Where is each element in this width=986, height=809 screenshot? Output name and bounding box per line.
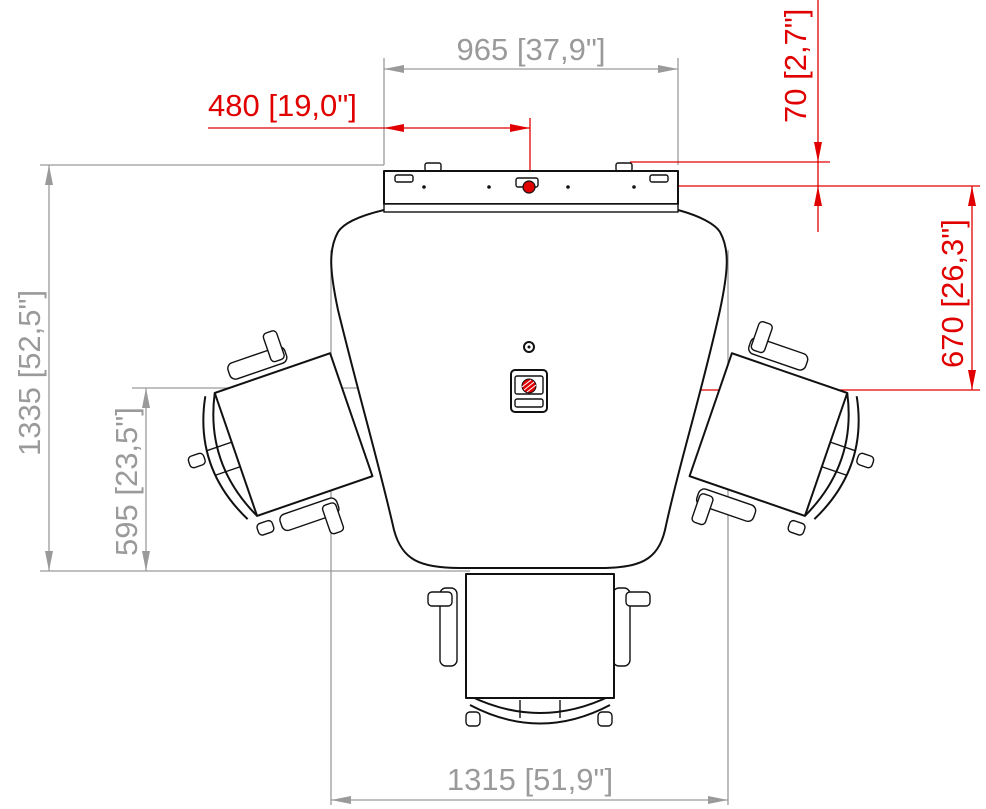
table-center-grommet <box>523 341 535 353</box>
offset-depth-dimension: 670 [26,3"] <box>550 186 980 391</box>
offset-width-label: 480 [19,0"] <box>208 88 357 123</box>
power-outlet-icon <box>510 369 548 413</box>
offset-depth-label: 670 [26,3"] <box>935 219 970 368</box>
chair-right <box>688 321 875 536</box>
table-depth-label: 595 [23,5"] <box>109 407 144 556</box>
center-cable-port-icon <box>522 180 536 194</box>
monitor-mount-bar <box>383 162 679 213</box>
total-depth-dimension: 1335 [52,5"] <box>12 164 470 572</box>
total-depth-label: 1335 [52,5"] <box>12 290 47 456</box>
offset-top-dimension: 70 [2,7"] <box>540 0 980 232</box>
top-width-label: 965 [37,9"] <box>457 32 606 67</box>
bottom-width-label: 1315 [51,9"] <box>447 762 613 797</box>
bottom-width-dimension: 1315 [51,9"] <box>330 250 729 805</box>
top-width-dimension: 965 [37,9"] <box>383 32 679 165</box>
chair-bottom <box>427 573 651 727</box>
offset-width-dimension: 480 [19,0"] <box>208 88 531 188</box>
mount-point-icon <box>422 185 426 189</box>
chair-left <box>187 330 374 536</box>
offset-top-label: 70 [2,7"] <box>778 9 813 123</box>
